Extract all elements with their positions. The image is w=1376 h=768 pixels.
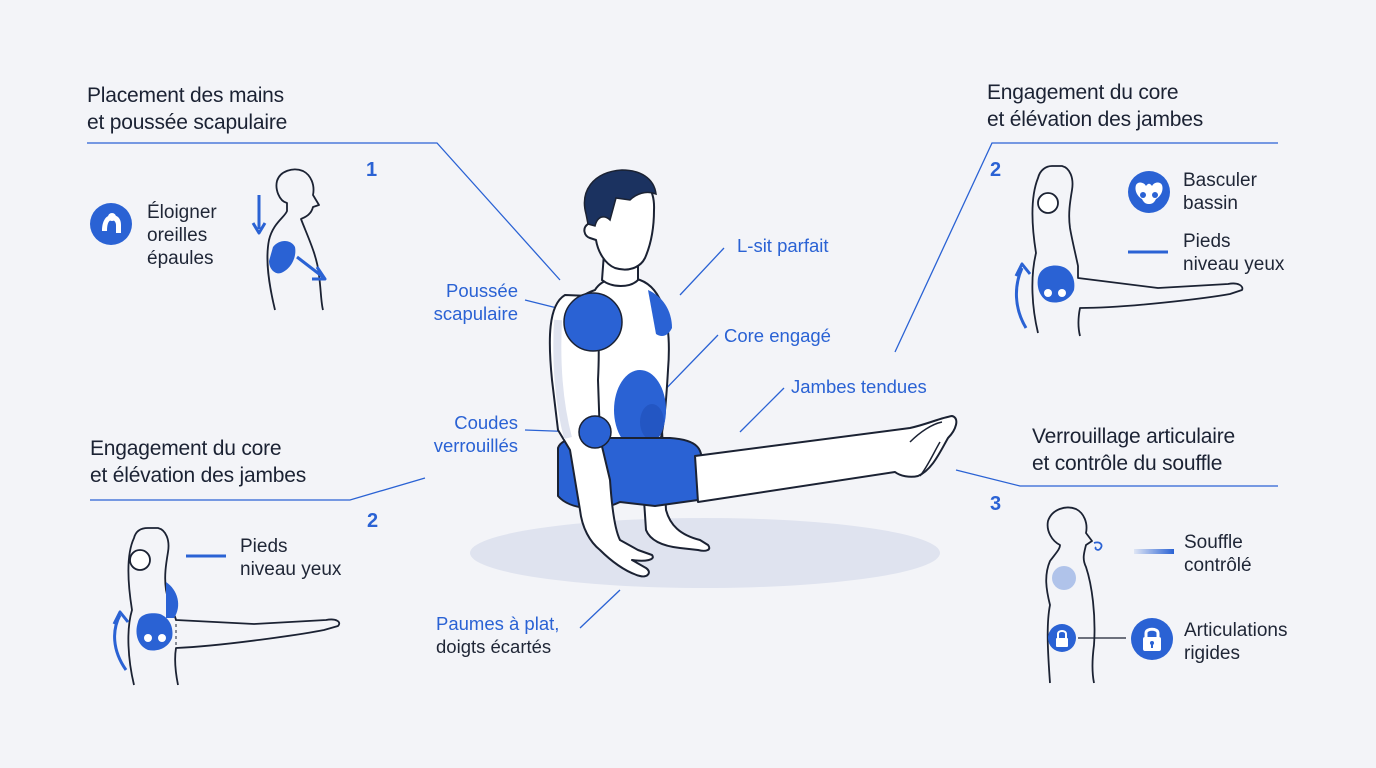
section-3-title-line-2: et contrôle du souffle [1032, 452, 1223, 475]
section-2-title-line-1: Engagement du core [987, 81, 1179, 104]
shoulder-tip-line-1: Éloigner [147, 202, 217, 223]
label-scapular-push: Poussée scapulaire [418, 279, 518, 325]
breath-tip-line-2: contrôlé [1184, 555, 1252, 576]
label-palms-line-1: Paumes à plat, [436, 613, 560, 634]
section-2-number: 2 [990, 159, 1002, 181]
core-leg-raise-illustration-top [1014, 165, 1244, 337]
shoulder-tip-line-2: oreilles [147, 225, 208, 246]
standing-profile-illustration [1045, 506, 1126, 684]
label-elbows-locked: Coudes verrouillés [418, 411, 518, 457]
label-core-engaged: Core engagé [724, 325, 831, 346]
breath-icon [1134, 549, 1174, 554]
section-2b-title: Engagement du core et élévation des jamb… [90, 435, 306, 489]
label-elbows-line-1: Coudes [454, 412, 518, 433]
section-2-title: Engagement du core et élévation des jamb… [987, 79, 1203, 133]
legs [694, 415, 958, 503]
label-perfect-lsit: L-sit parfait [737, 235, 829, 256]
feet-tip-bottom-line-1: Pieds [240, 536, 288, 557]
shoulder-icon [90, 203, 132, 245]
label-palms-line-2: doigts écartés [436, 636, 552, 657]
section-1-number: 1 [366, 159, 378, 181]
section-2b-number: 2 [367, 510, 379, 532]
section-3-title: Verrouillage articulaire et contrôle du … [1032, 423, 1235, 477]
section-2b-title-line-1: Engagement du core [90, 437, 282, 460]
section-1-title-line-1: Placement des mains [87, 84, 284, 107]
shoulder-tip-text: Éloigner oreilles épaules [147, 201, 217, 270]
label-palms-flat: Paumes à plat, doigts écartés [436, 612, 559, 658]
joints-tip-text: Articulations rigides [1184, 619, 1288, 665]
joints-tip-line-2: rigides [1184, 643, 1240, 664]
breath-tip-line-1: Souffle [1184, 532, 1243, 553]
lsit-figure [470, 169, 958, 588]
core-leg-raise-illustration-bottom [112, 527, 341, 686]
label-scapular-push-line-2: scapulaire [433, 303, 518, 324]
shoulder-joint [563, 292, 623, 352]
hair [583, 169, 657, 227]
dash-icon [186, 554, 226, 558]
torso-profile-illustration [251, 168, 327, 311]
section-3-number: 3 [990, 493, 1002, 515]
section-1-title-line-2: et poussée scapulaire [87, 111, 288, 134]
label-legs-straight: Jambes tendues [791, 376, 927, 397]
section-2b-title-line-2: et élévation des jambes [90, 464, 307, 487]
elbow-joint [578, 415, 612, 449]
section-1-title: Placement des mains et poussée scapulair… [87, 82, 287, 136]
section-2-title-line-2: et élévation des jambes [987, 108, 1204, 131]
feet-tip-bottom-line-2: niveau yeux [240, 559, 342, 580]
shoulder-tip-line-3: épaules [147, 248, 214, 269]
breath-tip-text: Souffle contrôlé [1184, 531, 1252, 577]
joints-tip-line-1: Articulations [1184, 620, 1288, 641]
section-3-title-line-1: Verrouillage articulaire [1032, 425, 1235, 448]
floor-shadow [470, 518, 940, 588]
label-elbows-line-2: verrouillés [433, 435, 518, 456]
feet-eye-level-tip-text-bottom: Pieds niveau yeux [240, 535, 341, 581]
lock-icon [1131, 618, 1173, 660]
label-scapular-push-line-1: Poussée [446, 280, 518, 301]
